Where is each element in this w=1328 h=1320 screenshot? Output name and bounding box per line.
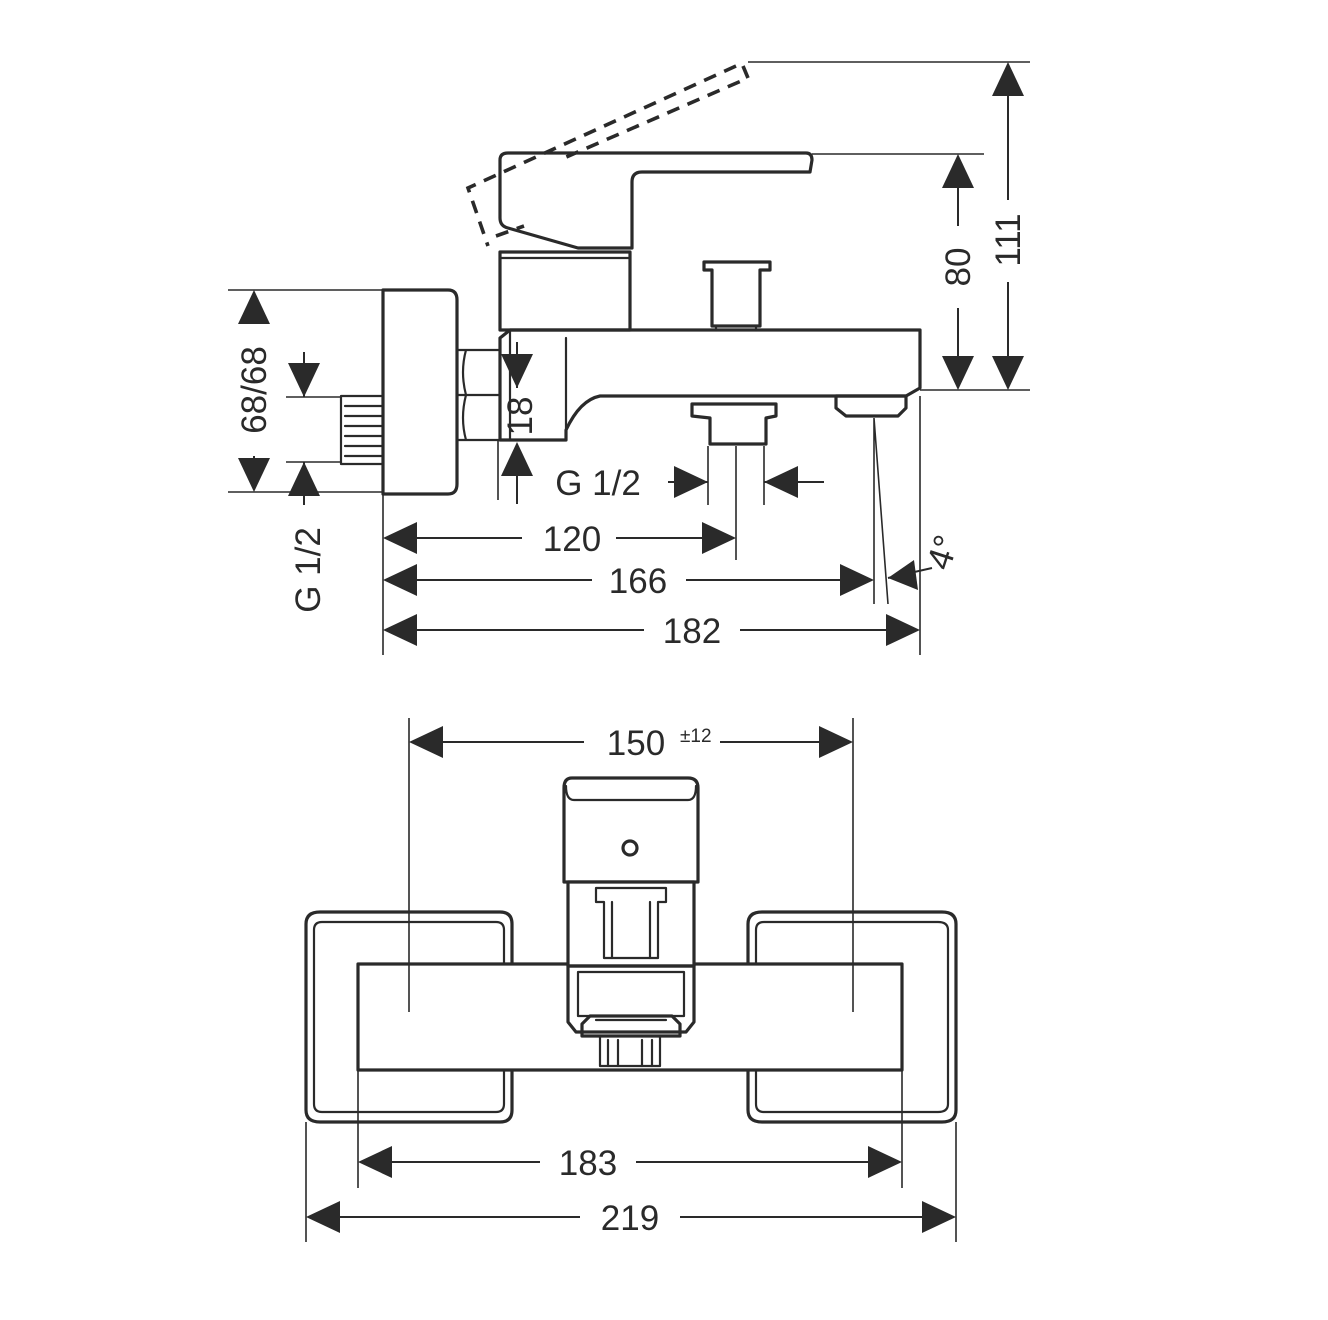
top-view [304, 776, 958, 1124]
mixer-lever [498, 151, 814, 250]
cartridge-column [566, 880, 696, 968]
side-view [339, 64, 922, 605]
bath-outlet [690, 402, 778, 446]
dim-label-182: 182 [663, 612, 721, 651]
dim-label-219: 219 [601, 1199, 659, 1238]
spout-aerator [834, 394, 908, 418]
dim-label-g-half-wall: G 1/2 [289, 527, 328, 613]
dim-label-4-degrees: 4° [919, 531, 966, 575]
dim-label-g-half-outlet: G 1/2 [555, 464, 641, 503]
top-view-dimensions: 150 ±12 183 219 [305, 718, 957, 1242]
dim-label-183: 183 [559, 1144, 617, 1183]
mixer-lever-open-position [465, 64, 751, 247]
wall-plate [381, 288, 459, 496]
dim-label-18: 18 [501, 397, 540, 436]
dim-label-111: 111 [989, 213, 1028, 266]
dim-label-68-68: 68/68 [235, 346, 274, 434]
side-view-dimensions: 111 80 68/68 G 1/2 18 G 1/2 [228, 61, 1030, 655]
dim-label-120: 120 [543, 520, 601, 559]
lever-hole [621, 839, 639, 857]
diverter-knob [702, 260, 772, 328]
dim-label-150: 150 [607, 724, 665, 763]
dim-label-166: 166 [609, 562, 667, 601]
dim-label-150-tolerance: ±12 [680, 726, 712, 747]
lever-top [562, 776, 700, 884]
left-escutcheon [304, 910, 514, 1124]
dim-label-80: 80 [939, 248, 978, 287]
lever-column [498, 250, 632, 332]
wall-thread-connector [339, 394, 385, 466]
outlet-nozzle [580, 1014, 682, 1038]
hex-nut [455, 348, 502, 442]
right-escutcheon [746, 910, 958, 1124]
diverter-housing [566, 964, 696, 1034]
